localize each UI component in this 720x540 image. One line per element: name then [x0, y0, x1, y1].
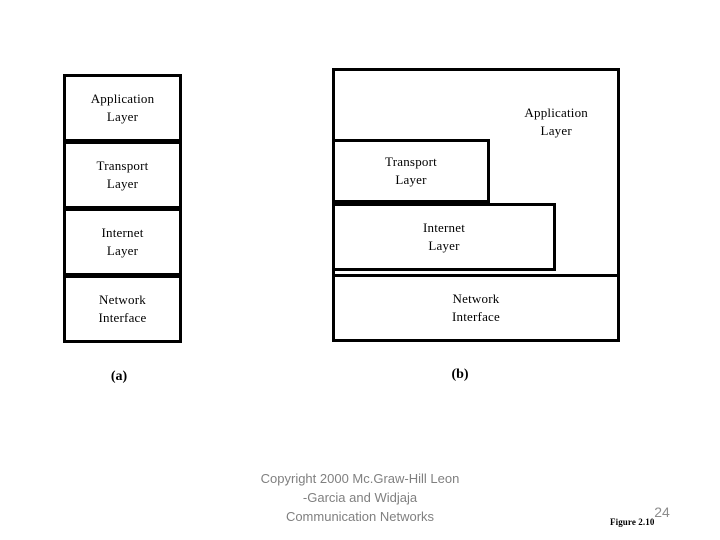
diagram-a-application-layer-label: Application Layer [90, 90, 155, 124]
diagram-b-application-layer-label: Application Layer [524, 105, 588, 139]
figure-label: Figure 2.10 [610, 517, 655, 527]
diagram-b-network-interface-box: Network Interface [332, 274, 620, 342]
diagram-a-transport-layer-label: Transport Layer [96, 157, 149, 191]
diagram-b-internet-layer-box: Internet Layer [332, 203, 556, 271]
diagram-a-internet-layer-label: Internet Layer [101, 224, 144, 258]
diagram-a-transport-layer-box: Transport Layer [63, 141, 182, 209]
diagram-a-network-interface-label: Network Interface [98, 291, 147, 325]
diagram-b-caption: (b) [451, 367, 469, 382]
page-number: 24 [654, 504, 670, 520]
diagram-a-layer-stack: Application Layer Transport Layer Intern… [63, 74, 182, 343]
diagram-a-application-layer-box: Application Layer [63, 74, 182, 142]
diagram-a-caption: (a) [110, 369, 128, 384]
copyright-notice: Copyright 2000 Mc.Graw-Hill Leon -Garcia… [260, 471, 460, 524]
diagram-b-layer-stack: Application Layer Transport Layer Intern… [332, 68, 620, 342]
diagram-a-internet-layer-box: Internet Layer [63, 208, 182, 276]
diagram-a-network-interface-box: Network Interface [63, 275, 182, 343]
diagram-b-transport-layer-box: Transport Layer [332, 139, 490, 203]
diagram-b-network-interface-label: Network Interface [452, 290, 500, 324]
diagram-b-transport-layer-label: Transport Layer [385, 153, 437, 187]
diagram-b-internet-layer-label: Internet Layer [422, 219, 466, 253]
